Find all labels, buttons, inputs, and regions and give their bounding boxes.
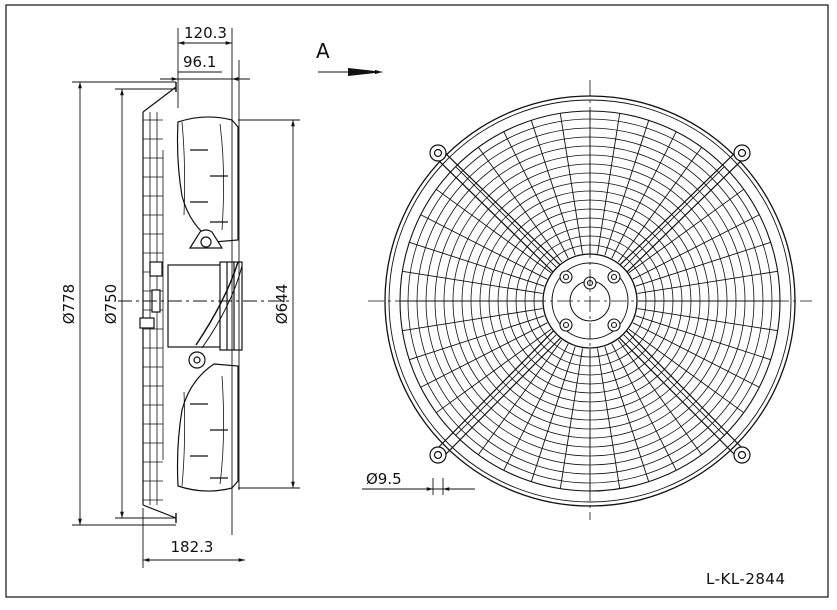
dim-guard-outer: Ø778 <box>60 284 78 324</box>
side-motor <box>139 229 243 369</box>
dim-mount-hole: Ø9.5 <box>366 470 402 488</box>
dim-top-inner: 96.1 <box>183 53 216 71</box>
side-dimensions <box>72 28 300 568</box>
mounting-arms <box>429 144 751 464</box>
side-blades <box>176 116 239 492</box>
dim-guard-inner: Ø750 <box>102 284 120 324</box>
side-guard <box>142 82 177 523</box>
drawing-frame <box>5 4 829 598</box>
side-view: A 120.3 96.1 Ø778 Ø750 Ø644 182.3 <box>60 24 384 568</box>
view-arrow-label: A <box>316 39 330 63</box>
view-arrow: A <box>316 39 384 76</box>
front-view <box>362 80 812 520</box>
dim-bottom-depth: 182.3 <box>171 538 214 556</box>
drawing-code: L-KL-2844 <box>706 570 786 588</box>
dim-fan: Ø644 <box>273 284 291 324</box>
dim-top-overall: 120.3 <box>184 24 227 42</box>
